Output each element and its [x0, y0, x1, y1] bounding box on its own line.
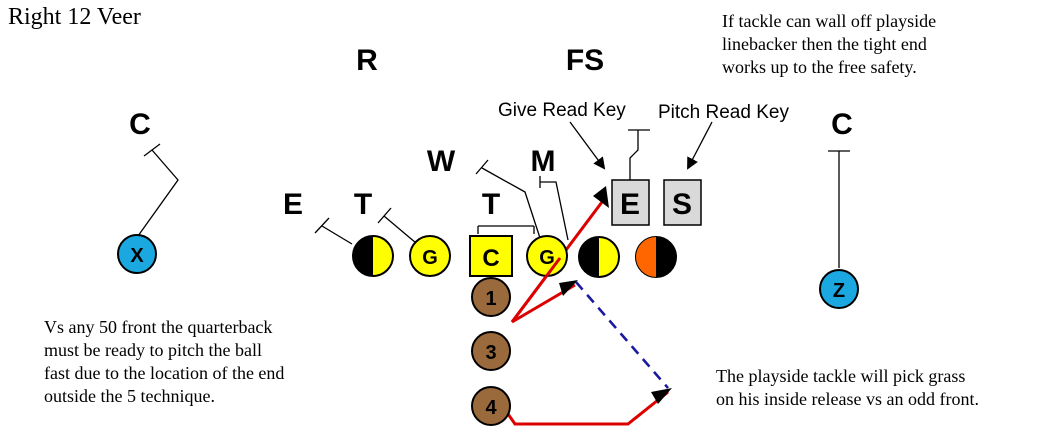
read-key-callouts: [569, 121, 713, 170]
tight-end-player: [635, 236, 677, 278]
tackle-release-path: [575, 281, 669, 389]
pitch-path: [506, 390, 669, 426]
back-1-player: [471, 277, 511, 317]
note-line: works up to the free safety.: [722, 57, 917, 77]
right-guard-label: G: [539, 247, 555, 269]
give-read-key-pointer: [569, 121, 606, 170]
dive-path-overlay: [510, 257, 562, 323]
end-right-box: [611, 179, 650, 226]
dive-arrowhead: [593, 186, 609, 208]
back-3-label: 3: [485, 342, 496, 364]
note-line: Vs any 50 front the quarterback: [44, 317, 273, 337]
defender-end-left: E: [283, 188, 303, 221]
offensive-line: G C G: [352, 235, 677, 278]
defender-corner-left: C: [129, 108, 151, 141]
back-1-label: 1: [485, 288, 496, 310]
defender-nose-tackle: T: [482, 188, 500, 221]
defender-end-right: E: [620, 188, 640, 221]
note-line: linebacker then the tight end: [722, 34, 927, 54]
play-title: Right 12 Veer: [8, 4, 141, 30]
split-end-label: X: [130, 245, 144, 267]
defender-free-safety: FS: [566, 44, 604, 77]
keyed-defenders: E S: [611, 179, 702, 226]
left-guard-label: G: [422, 247, 438, 269]
running-paths: [506, 197, 669, 426]
note-line: must be ready to pitch the ball: [44, 340, 262, 360]
note-wall-off: If tackle can wall off playside lineback…: [722, 10, 936, 79]
pitch-read-key-label: Pitch Read Key: [658, 102, 789, 123]
read-key-labels: Give Read Key Pitch Read Key: [498, 100, 789, 123]
pitch-read-key-pointer: [687, 121, 713, 170]
give-read-key-label: Give Read Key: [498, 100, 626, 121]
left-guard-player: [409, 235, 451, 277]
flanker-label: Z: [833, 280, 845, 302]
defender-rover: R: [356, 44, 378, 77]
backfield: 1 3 4: [471, 277, 511, 426]
flanker-player: [819, 269, 859, 309]
split-end-player: [117, 234, 157, 274]
defender-corner-right: C: [831, 108, 853, 141]
note-line: If tackle can wall off playside: [722, 11, 937, 31]
defender-mike: M: [531, 145, 556, 178]
defense-labels: C R FS C W M E T T: [129, 44, 853, 221]
defender-strong-right: S: [672, 188, 692, 221]
right-tackle-player: [578, 236, 620, 278]
receivers: X Z: [117, 234, 859, 309]
back-4-label: 4: [485, 397, 497, 419]
pitch-arrowhead: [651, 388, 672, 404]
note-line: outside the 5 technique.: [44, 386, 215, 406]
center-player: [469, 235, 513, 277]
note-line: fast due to the location of the end: [44, 363, 285, 383]
note-pick-grass: The playside tackle will pick grass on h…: [716, 365, 979, 411]
note-line: on his inside release vs an odd front.: [716, 389, 979, 409]
path-arrowheads: [559, 186, 672, 404]
defender-alignment-lines: [137, 129, 850, 268]
defender-tackle-left: T: [354, 188, 372, 221]
back-3-player: [471, 331, 511, 371]
defender-will: W: [427, 145, 456, 178]
strong-right-box: [663, 179, 702, 226]
note-line: The playside tackle will pick grass: [716, 366, 966, 386]
center-label: C: [482, 245, 499, 272]
back-4-player: [471, 386, 511, 426]
left-tackle-player: [352, 235, 394, 277]
qb-arrowhead: [559, 280, 578, 296]
note-fifty-front: Vs any 50 front the quarterback must be …: [44, 316, 284, 408]
